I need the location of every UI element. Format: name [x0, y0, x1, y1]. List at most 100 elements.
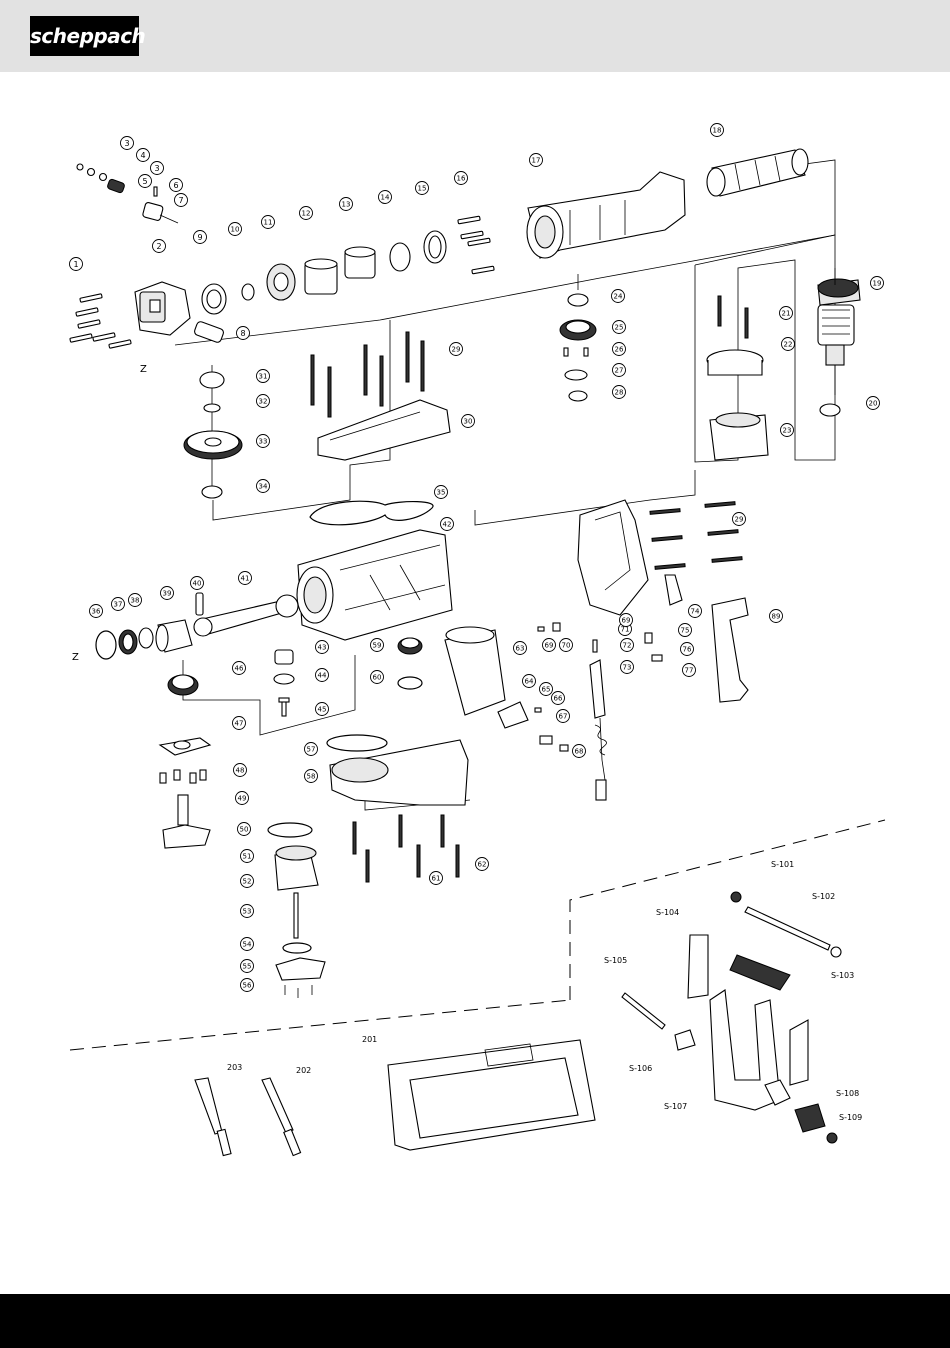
callout-part-69: 69	[542, 638, 556, 652]
callout-number: 41	[241, 575, 250, 583]
gasket-35	[309, 500, 434, 526]
callout-number: 18	[713, 127, 722, 135]
callout-number: 26	[615, 346, 624, 354]
callout-number: 10	[231, 226, 240, 234]
callout-part-2: 2	[152, 239, 166, 253]
callout-part-57: 57	[304, 742, 318, 756]
callout-part-34: 34	[256, 479, 270, 493]
diagram-canvas: Z	[69, 123, 886, 1157]
callout-part-89: 89	[769, 609, 783, 623]
section-dividers	[69, 819, 886, 1051]
callout-part-20: 20	[866, 396, 880, 410]
callout-number: 19	[873, 280, 882, 288]
callout-part-27: 27	[612, 363, 626, 377]
callout-part-77: 77	[682, 663, 696, 677]
part-text-labels: S-101S-102S-103S-104S-105S-106S-107S-108…	[227, 860, 862, 1122]
callout-number: 53	[243, 908, 252, 916]
callout-number: 22	[784, 341, 793, 349]
callout-part-56: 56	[240, 978, 254, 992]
callout-number: 56	[243, 982, 252, 990]
intermediate-gears	[183, 365, 243, 499]
callout-part-29: 29	[732, 512, 746, 526]
callout-part-67: 67	[556, 709, 570, 723]
callout-part-10: 10	[228, 222, 242, 236]
callout-part-65: 65	[539, 682, 553, 696]
cylinder-housing-17	[526, 171, 686, 259]
callout-part-8: 8	[236, 326, 250, 340]
callout-number: 76	[683, 646, 692, 654]
callout-part-7: 7	[174, 193, 188, 207]
callout-part-39: 39	[160, 586, 174, 600]
callout-number: 25	[615, 324, 624, 332]
callout-number: 55	[243, 963, 252, 971]
callout-part-15: 15	[415, 181, 429, 195]
callout-number: 11	[264, 219, 273, 227]
callout-number: 16	[457, 175, 466, 183]
callout-part-52: 52	[240, 874, 254, 888]
part-label-s-101: S-101	[771, 860, 794, 869]
callout-part-62: 62	[475, 857, 489, 871]
part-label-s-103: S-103	[831, 971, 854, 980]
page-header: scheppach	[0, 0, 950, 72]
callout-number: 67	[559, 713, 568, 721]
chisel-bits	[194, 1077, 302, 1157]
callout-part-64: 64	[522, 674, 536, 688]
callout-part-55: 55	[240, 959, 254, 973]
callout-number: 29	[452, 346, 461, 354]
part-label-201: 201	[362, 1035, 377, 1044]
callout-part-40: 40	[190, 576, 204, 590]
callout-number: 12	[302, 210, 311, 218]
callout-number: 70	[562, 642, 571, 650]
callout-number: 71	[621, 626, 630, 634]
callout-number: 8	[240, 329, 245, 338]
callout-number: 42	[443, 521, 452, 529]
callout-part-6: 6	[169, 178, 183, 192]
callout-number: 89	[772, 613, 781, 621]
callout-number: 40	[193, 580, 202, 588]
callout-number: 17	[532, 157, 541, 165]
callout-part-23: 23	[780, 423, 794, 437]
callout-number: 59	[373, 642, 382, 650]
callout-part-58: 58	[304, 769, 318, 783]
callout-part-21: 21	[779, 306, 793, 320]
gear-stack	[559, 274, 597, 402]
bottom-cap-parts	[267, 822, 326, 998]
callout-part-41: 41	[238, 571, 252, 585]
callout-number: 61	[432, 875, 441, 883]
callout-number: 29	[735, 516, 744, 524]
svg-text:Z: Z	[140, 364, 147, 375]
gearbox-cover-30	[310, 331, 451, 461]
callout-part-26: 26	[612, 342, 626, 356]
callout-part-44: 44	[315, 668, 329, 682]
callout-number: 57	[307, 746, 316, 754]
callout-number: 63	[516, 645, 525, 653]
callout-part-46: 46	[232, 661, 246, 675]
callout-part-43: 43	[315, 640, 329, 654]
callout-number: 36	[92, 608, 101, 616]
side-handle-accessory	[621, 891, 842, 1144]
callout-part-54: 54	[240, 937, 254, 951]
callout-number: 30	[464, 418, 473, 426]
callout-number: 49	[238, 795, 247, 803]
callout-part-47: 47	[232, 716, 246, 730]
scheppach-logo: scheppach	[30, 16, 146, 56]
callout-number: 65	[542, 686, 551, 694]
callout-part-11: 11	[261, 215, 275, 229]
callout-part-25: 25	[612, 320, 626, 334]
callout-number: 37	[114, 601, 123, 609]
part-label-s-108: S-108	[836, 1089, 859, 1098]
callout-number: 31	[259, 373, 268, 381]
callout-part-30: 30	[461, 414, 475, 428]
callout-part-29: 29	[449, 342, 463, 356]
callout-number: 54	[243, 941, 252, 949]
callout-part-35: 35	[434, 485, 448, 499]
callout-number: 72	[623, 642, 632, 650]
callout-part-31: 31	[256, 369, 270, 383]
callout-number: 58	[307, 773, 316, 781]
piston-parts	[273, 649, 295, 717]
callout-number: 47	[235, 720, 244, 728]
switch-assembly	[444, 622, 569, 752]
power-cable	[589, 659, 607, 801]
callout-part-16: 16	[454, 171, 468, 185]
